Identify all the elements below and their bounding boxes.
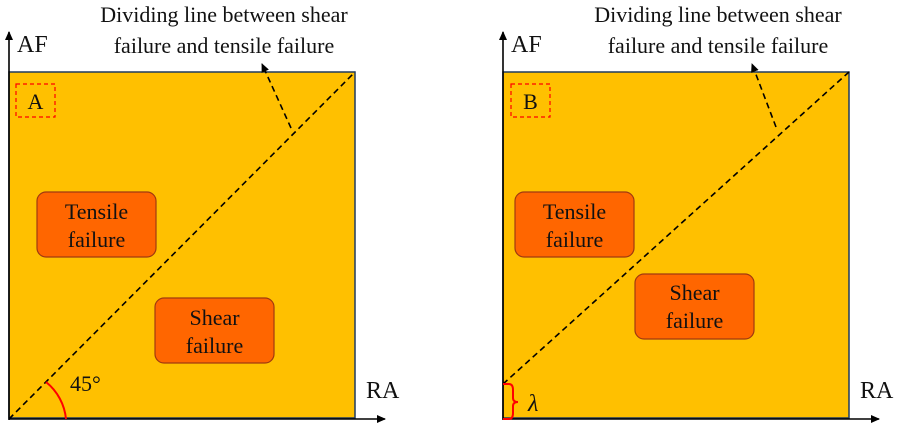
top-label-line1-b: Dividing line between shear [594,2,842,27]
offset-bracket-b [503,383,519,420]
shear-label-line1-b: Shear [669,280,720,305]
dividing-line-a [8,71,356,420]
panel-tag-a: A [28,89,44,114]
x-axis-label-a: RA [366,378,400,404]
tensile-label-line1-a: Tensile [65,199,128,224]
y-axis-label-b: AF [511,32,542,58]
panel-tag-b: B [523,89,538,114]
panel-tag-box-b [510,83,551,118]
shear-label-line2-a: failure [186,333,243,358]
shear-region-box-b [634,273,755,340]
tensile-label-line2-b: failure [546,227,603,252]
dividing-line-b [502,71,850,385]
tensile-region-box-b [514,191,635,258]
angle-arc-a [45,381,67,420]
shear-label-line2-b: failure [666,308,723,333]
panel-a: AF RA A Dividing line between shear fail… [4,2,400,423]
offset-label-b: λ [527,391,538,417]
pointer-a [261,63,292,129]
panel-b: AF RA B Dividing line between shear fail… [499,2,894,423]
shear-label-line1-a: Shear [189,305,240,330]
top-label-line2-a: failure and tensile failure [114,33,335,58]
angle-label-a: 45° [70,371,101,396]
panel-tag-box-a [15,83,56,118]
pointer-b [751,63,777,128]
tensile-label-line1-b: Tensile [543,199,606,224]
top-label-line2-b: failure and tensile failure [608,33,829,58]
y-axis-label-a: AF [17,32,48,58]
tensile-region-box-a [36,191,157,258]
shear-region-box-a [154,297,275,364]
tensile-label-line2-a: failure [68,227,125,252]
x-axis-label-b: RA [860,378,894,404]
top-label-line1-a: Dividing line between shear [100,2,348,27]
